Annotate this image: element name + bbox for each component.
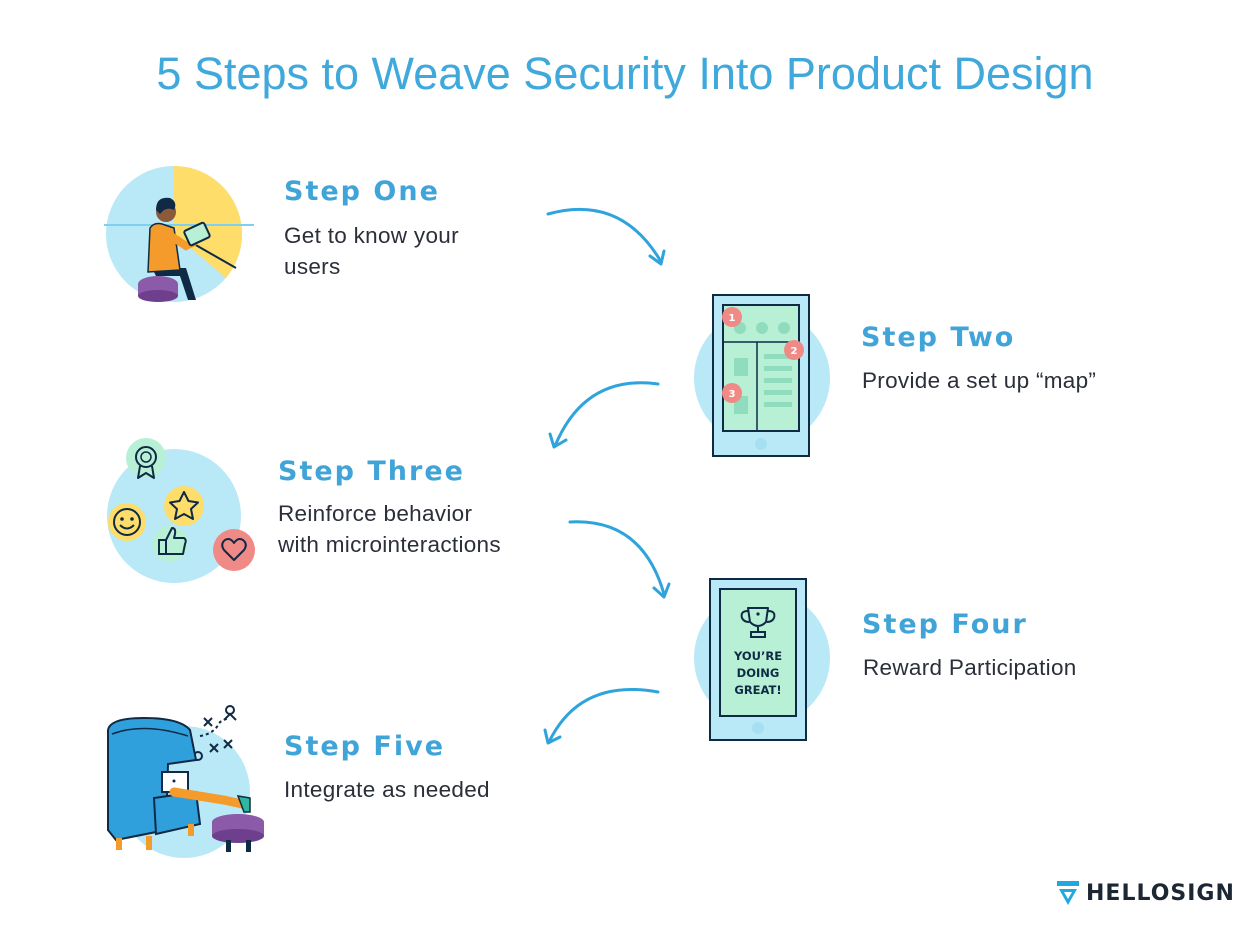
star-icon xyxy=(164,486,204,526)
step-five-description: Integrate as needed xyxy=(284,774,490,805)
step-three-description: Reinforce behavior with microinteraction… xyxy=(278,498,501,560)
arrow-step-one-to-two xyxy=(546,207,666,266)
step-four-description: Reward Participation xyxy=(863,652,1077,683)
step-four-line-1: Reward Participation xyxy=(863,655,1077,680)
map-marker-3: 3 xyxy=(729,389,736,400)
heart-icon xyxy=(213,529,255,571)
map-marker-1: 1 xyxy=(729,313,736,324)
step-one-line-1: Get to know your xyxy=(284,223,459,248)
reward-line-3: GREAT! xyxy=(734,683,781,697)
hellosign-logo: HELLOSIGN xyxy=(1056,880,1235,906)
play-diagram-icon xyxy=(193,705,237,761)
step-three-line-2: with microinteractions xyxy=(278,532,501,557)
step-two-line-1: Provide a set up “map” xyxy=(862,368,1097,393)
step-three-title: Step Three xyxy=(278,456,465,487)
reward-line-2: DOING xyxy=(737,666,780,680)
step-two-description: Provide a set up “map” xyxy=(862,365,1096,396)
phone-map-illustration: 1 2 3 xyxy=(694,294,830,457)
armchair-person-illustration xyxy=(107,705,264,858)
step-four-title: Step Four xyxy=(862,609,1028,640)
award-icon xyxy=(126,438,166,479)
trophy-icon xyxy=(740,607,776,638)
arrow-step-four-to-five xyxy=(543,688,660,745)
smiley-icon xyxy=(108,503,146,541)
step-three-line-1: Reinforce behavior xyxy=(278,501,473,526)
step-one-description: Get to know your users xyxy=(284,220,459,282)
map-marker-2: 2 xyxy=(791,346,798,357)
step-two-title: Step Two xyxy=(861,322,1016,353)
microinteractions-illustration xyxy=(107,438,255,583)
brand-name: HELLOSIGN xyxy=(1086,880,1235,906)
phone-reward-illustration: YOU’RE DOING GREAT! xyxy=(694,578,830,741)
step-five-line-1: Integrate as needed xyxy=(284,777,490,802)
step-one-title: Step One xyxy=(284,176,440,207)
person-with-tablet-illustration xyxy=(104,166,254,302)
page-title: 5 Steps to Weave Security Into Product D… xyxy=(156,48,1094,99)
thumbs-up-icon xyxy=(152,526,188,562)
arrow-step-three-to-four xyxy=(568,520,671,599)
reward-line-1: YOU’RE xyxy=(733,649,782,663)
arrow-step-two-to-three xyxy=(548,381,660,449)
step-five-title: Step Five xyxy=(284,731,446,762)
step-one-line-2: users xyxy=(284,254,341,279)
hellosign-logo-icon xyxy=(1057,881,1079,905)
